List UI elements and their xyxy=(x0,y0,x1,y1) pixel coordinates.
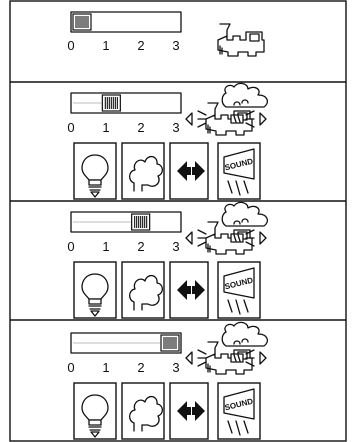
speed-slider xyxy=(70,11,182,33)
panel-speed-3: 0 1 2 3 SOUND xyxy=(67,321,269,440)
light-bulb-icon xyxy=(73,261,117,319)
scale-tick-0: 0 xyxy=(67,239,74,254)
slider-knob xyxy=(73,213,151,231)
panel-speed-2: 0 1 2 3 SOUND xyxy=(67,201,269,319)
smoke-cloud-icon xyxy=(121,142,165,200)
scale-tick-0: 0 xyxy=(67,120,74,135)
scale-tick-3: 3 xyxy=(172,360,179,375)
scale-tick-0: 0 xyxy=(67,38,74,53)
sound-icon: SOUND xyxy=(217,261,261,319)
scale-tick-1: 1 xyxy=(102,360,109,375)
speed-slider xyxy=(70,211,182,233)
panel-speed-1: 0 1 2 3 SOUND xyxy=(67,82,269,200)
sound-icon: SOUND xyxy=(217,142,261,200)
scale-tick-2: 2 xyxy=(137,360,144,375)
panel-speed-0: 0 1 2 3 xyxy=(67,11,265,57)
slider-track xyxy=(70,92,182,114)
direction-arrows-icon xyxy=(169,261,209,319)
steam-locomotive-icon xyxy=(217,23,265,57)
scale-tick-1: 1 xyxy=(102,239,109,254)
speed-slider xyxy=(70,332,182,354)
light-bulb-icon xyxy=(73,382,117,440)
slider-track xyxy=(70,11,182,33)
scale-tick-3: 3 xyxy=(172,239,179,254)
scale-tick-2: 2 xyxy=(137,239,144,254)
slider-knob xyxy=(73,94,121,112)
scale-tick-3: 3 xyxy=(172,38,179,53)
slider-knob xyxy=(72,13,92,31)
speed-slider xyxy=(70,92,182,114)
light-bulb-icon xyxy=(73,142,117,200)
scale-tick-0: 0 xyxy=(67,360,74,375)
scale-tick-2: 2 xyxy=(137,38,144,53)
scale-tick-1: 1 xyxy=(102,120,109,135)
direction-arrows-icon xyxy=(169,142,209,200)
sound-icon: SOUND xyxy=(217,382,261,440)
scale-tick-3: 3 xyxy=(172,120,179,135)
steam-locomotive-icon xyxy=(185,82,269,136)
scale-tick-2: 2 xyxy=(137,120,144,135)
scale-tick-1: 1 xyxy=(102,38,109,53)
steam-locomotive-icon xyxy=(185,201,269,255)
direction-arrows-icon xyxy=(169,382,209,440)
smoke-cloud-icon xyxy=(121,382,165,440)
steam-locomotive-icon xyxy=(185,321,269,375)
slider-knob xyxy=(73,334,180,352)
smoke-cloud-icon xyxy=(121,261,165,319)
